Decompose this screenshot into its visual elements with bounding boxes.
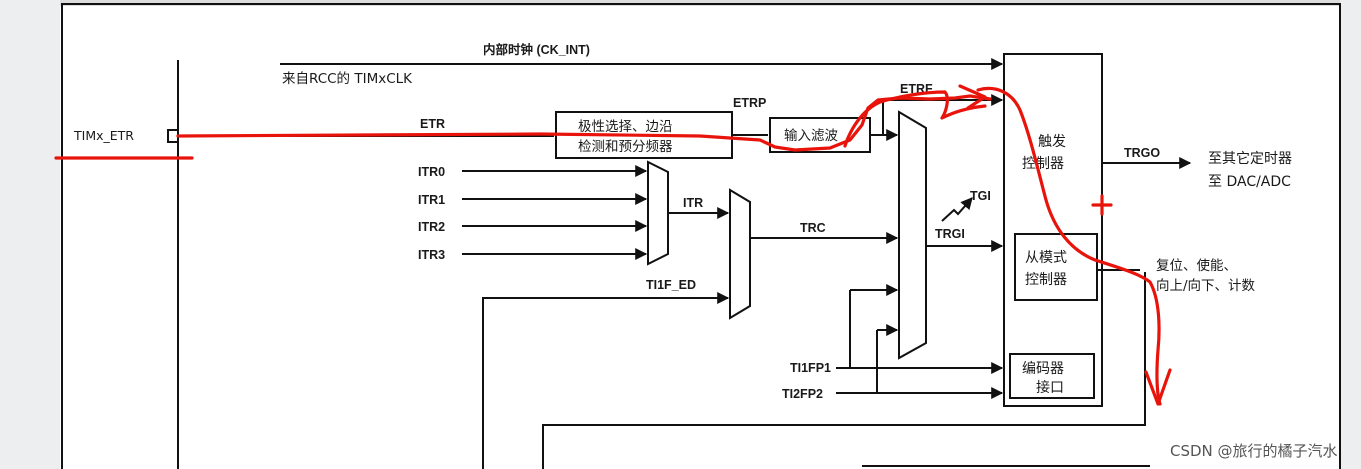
red-annotation-down-arrowhead xyxy=(1144,368,1172,406)
slave-controller-line2: 控制器 xyxy=(1025,272,1067,288)
encoder-line2: 接口 xyxy=(1036,379,1064,396)
timx-etr-label: TIMx_ETR xyxy=(73,128,134,143)
encoder-interface-block xyxy=(1009,353,1095,399)
itr2-label: ITR2 xyxy=(418,220,445,234)
ti1f-ed-feedback-line xyxy=(482,297,620,469)
bottom-feedback-line xyxy=(542,272,1146,469)
trgo-dest-line1: 至其它定时器 xyxy=(1208,150,1292,167)
red-annotation-arrowhead xyxy=(958,84,987,110)
itr3-label: ITR3 xyxy=(418,248,445,262)
watermark: CSDN @旅行的橘子汽水 xyxy=(1170,442,1338,460)
ck-int-label: 内部时钟 (CK_INT) xyxy=(483,42,590,57)
etrp-label: ETRP xyxy=(733,96,766,110)
ti1fp1-label: TI1FP1 xyxy=(790,361,831,375)
trgo-label: TRGO xyxy=(1124,146,1160,160)
ti1f-ed-label: TI1F_ED xyxy=(646,278,696,292)
tgi-arrow xyxy=(941,197,973,222)
outer-frame xyxy=(61,3,1341,469)
tgi-label: TGI xyxy=(970,189,991,203)
encoder-line1: 编码器 xyxy=(1022,361,1064,377)
slave-controller-line1: 从模式 xyxy=(1025,250,1067,266)
red-annotation-etr-stroke xyxy=(176,94,992,152)
itr1-label: ITR1 xyxy=(418,193,445,207)
itr-label: ITR xyxy=(683,196,703,210)
red-annotation-etrf-loop xyxy=(843,90,987,148)
slave-dest-line2: 向上/向下、计数 xyxy=(1156,278,1256,294)
polarity-line2: 检测和预分频器 xyxy=(578,139,673,155)
trgi-label: TRGI xyxy=(935,227,965,241)
ti2fp2-label: TI2FP2 xyxy=(782,387,823,401)
polarity-line1: 极性选择、边沿 xyxy=(578,119,673,135)
trc-mux xyxy=(729,188,751,320)
trigger-controller-line1: 触发 xyxy=(1038,134,1066,150)
left-margin-strip xyxy=(0,0,60,469)
rcc-clk-label: 来自RCC的 TIMxCLK xyxy=(282,71,413,87)
itr0-label: ITR0 xyxy=(418,165,445,179)
slave-mode-controller-block xyxy=(1014,233,1098,301)
red-annotation-down-path xyxy=(976,86,1162,406)
trigger-controller-line2: 控制器 xyxy=(1022,156,1064,172)
itr-mux xyxy=(647,160,669,266)
red-annotation-plus xyxy=(1091,194,1113,216)
trigger-select-mux xyxy=(898,110,927,360)
slave-dest-line1: 复位、使能、 xyxy=(1156,257,1237,274)
etr-label: ETR xyxy=(420,117,445,131)
input-filter-label: 输入滤波 xyxy=(784,128,838,144)
trgo-dest-line2: 至 DAC/ADC xyxy=(1208,174,1291,190)
right-margin-strip xyxy=(1340,0,1361,469)
trc-label: TRC xyxy=(800,221,826,235)
